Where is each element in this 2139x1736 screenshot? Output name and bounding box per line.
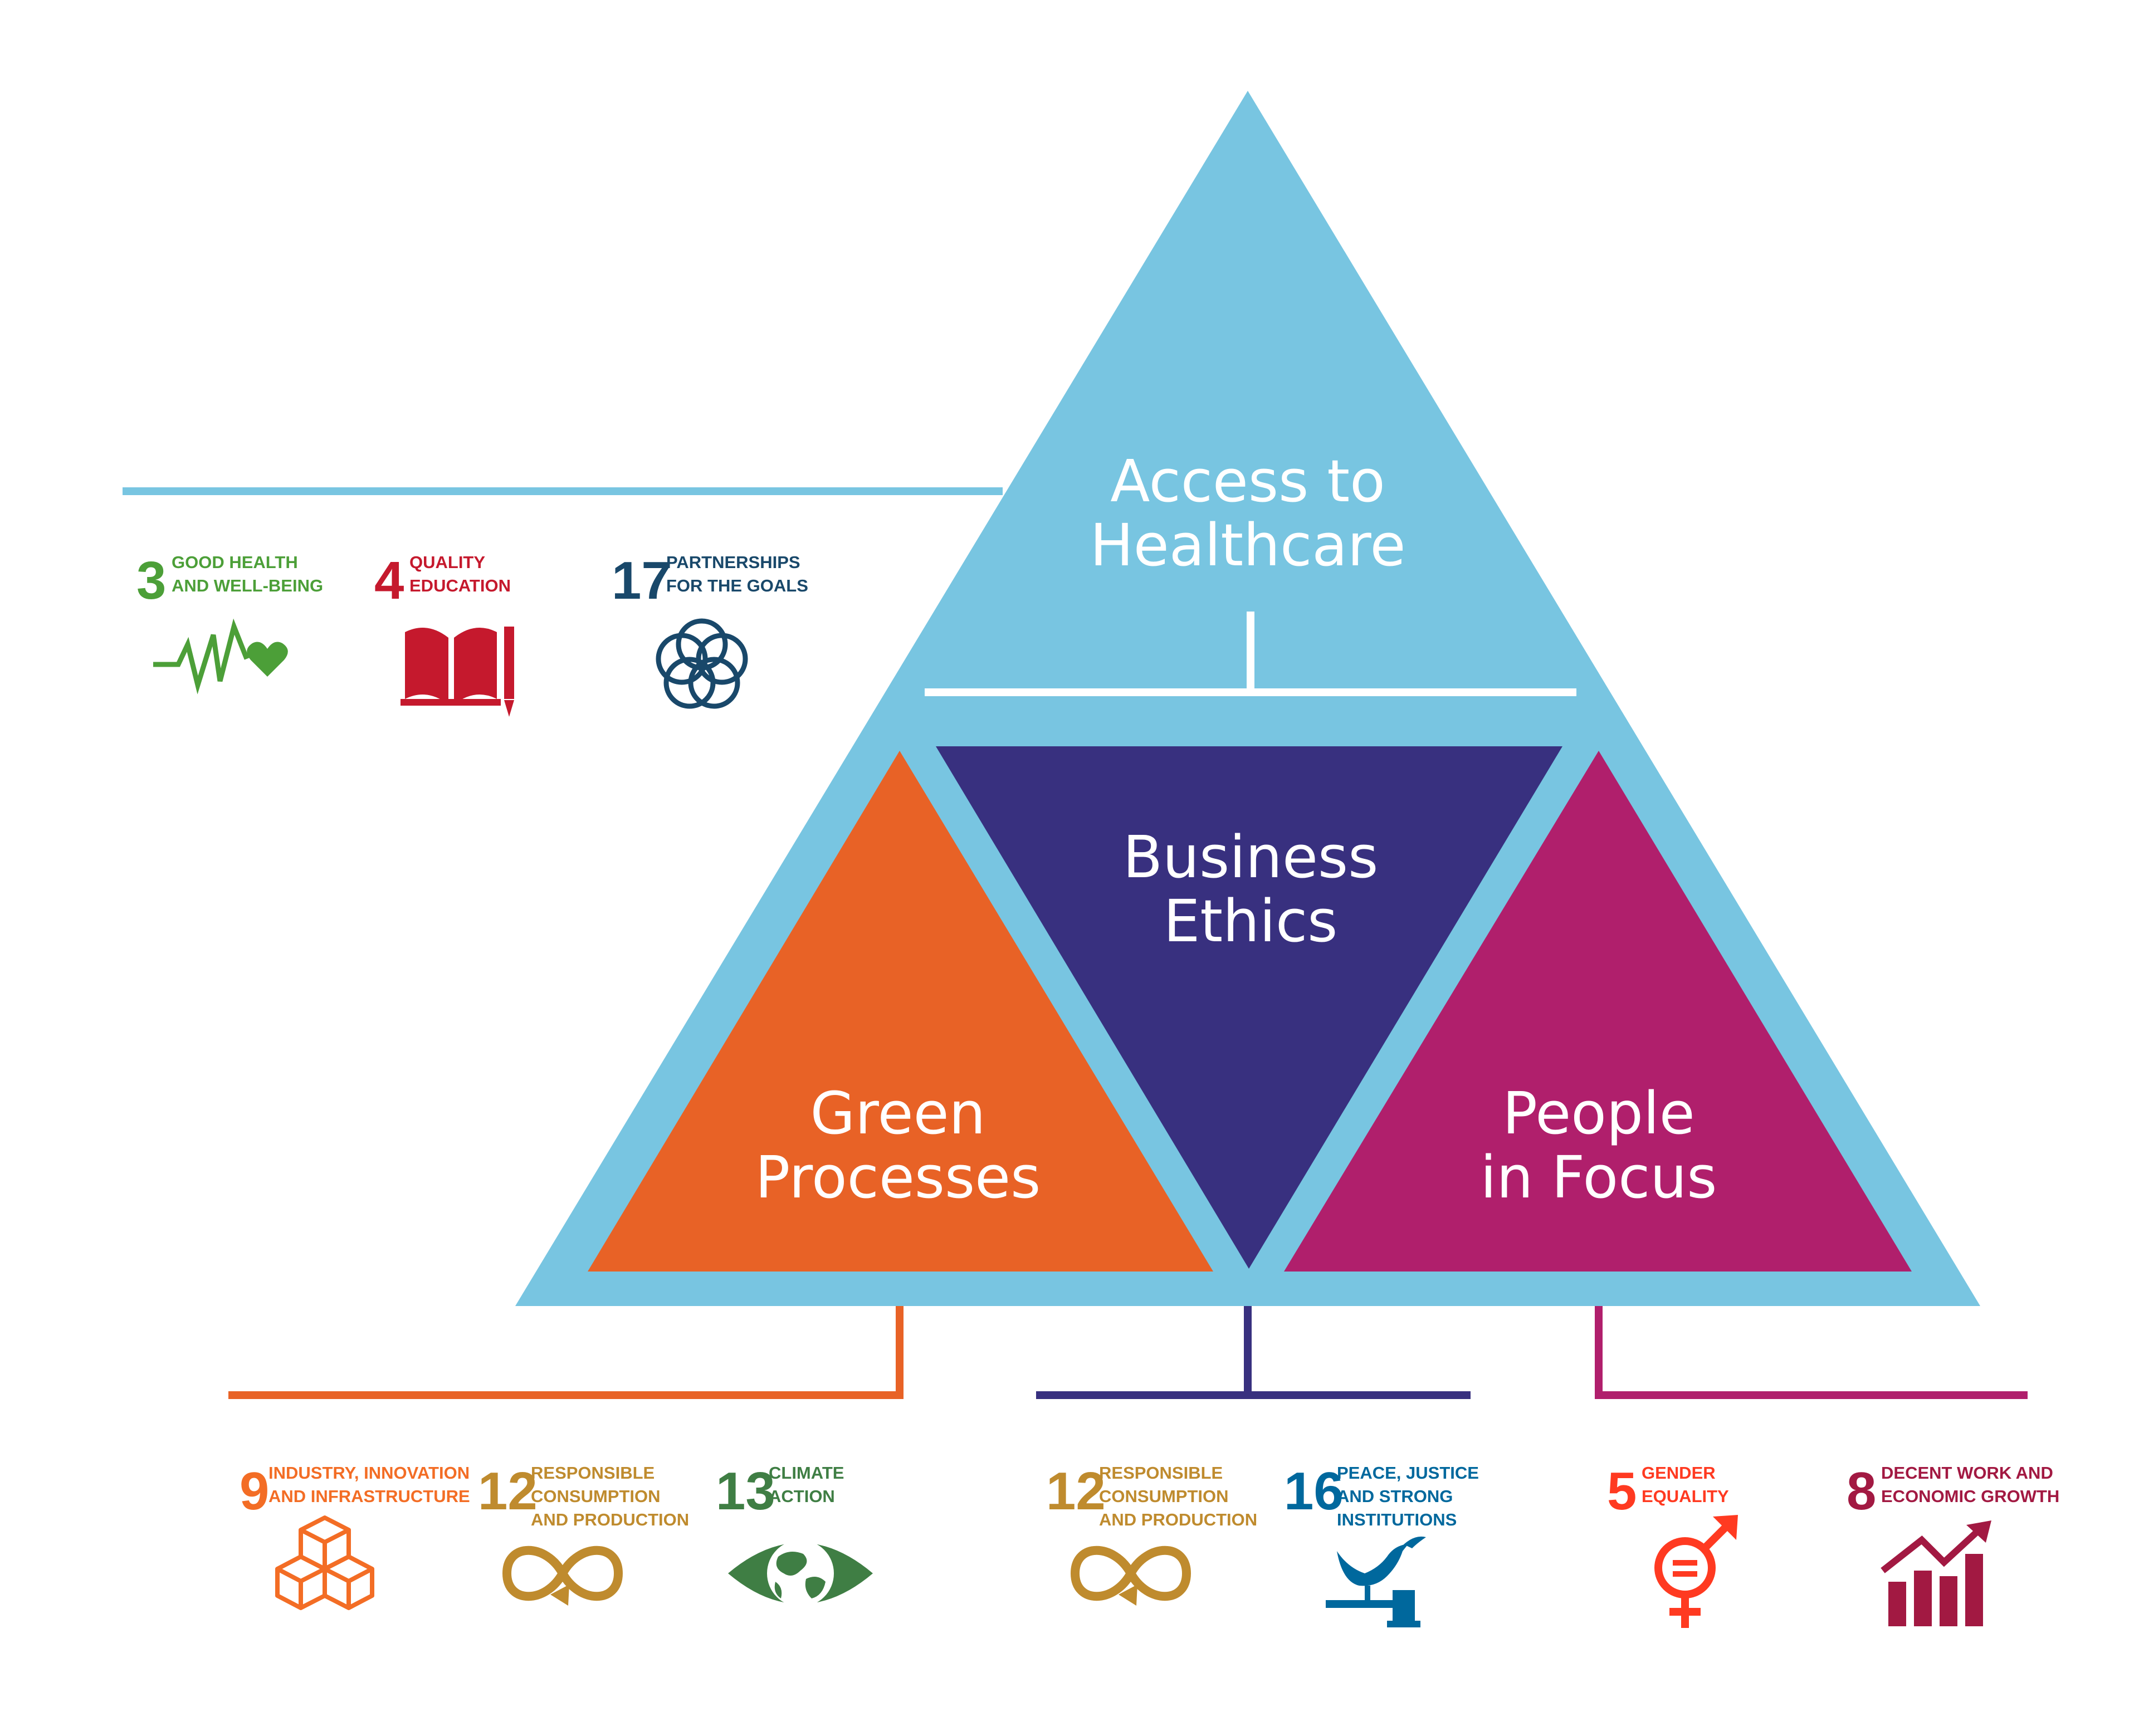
sdg-number: 13	[716, 1461, 775, 1521]
sdg-label-line2: ACTION	[769, 1486, 835, 1506]
rings-icon	[656, 618, 748, 709]
sdg-label-line1: CLIMATE	[769, 1463, 844, 1483]
sdg-badge[interactable]: 12 RESPONSIBLE CONSUMPTION AND PRODUCTIO…	[1046, 1461, 1257, 1606]
dove-gavel-icon	[1326, 1536, 1426, 1627]
cubes-icon	[275, 1515, 374, 1610]
sdg-label-line1: PEACE, JUSTICE	[1337, 1463, 1479, 1483]
sdg-badge[interactable]: 3 GOOD HEALTH AND WELL-BEING	[136, 551, 323, 695]
sdg-label-line3: AND PRODUCTION	[1099, 1510, 1257, 1529]
people-label-line1: People	[1502, 1079, 1695, 1147]
green-connector-line	[228, 1303, 904, 1399]
sdg-label-line2: CONSUMPTION	[1099, 1486, 1229, 1506]
sdg-label-line1: INDUSTRY, INNOVATION	[268, 1463, 470, 1483]
sdg-badge[interactable]: 13 CLIMATE ACTION	[716, 1461, 873, 1607]
sdg-badge[interactable]: 4 QUALITY EDUCATION	[374, 551, 514, 717]
sdg-label-line3: INSTITUTIONS	[1337, 1510, 1457, 1529]
sdg-label-line1: PARTNERSHIPS	[666, 552, 800, 572]
sdg-label-line2: FOR THE GOALS	[666, 576, 808, 595]
connector-lines	[123, 487, 2028, 1399]
sdg-number: 12	[1046, 1461, 1106, 1521]
sdg-label-line2: AND STRONG	[1337, 1486, 1453, 1506]
sdg-badge[interactable]: 5 GENDER EQUALITY	[1607, 1461, 1738, 1628]
green-label-line1: Green	[810, 1079, 986, 1147]
people-triangle[interactable]	[1284, 751, 1912, 1272]
sdg-number: 4	[374, 551, 404, 610]
sdg-label-line1: GENDER	[1642, 1463, 1716, 1483]
sdg-badge[interactable]: 8 DECENT WORK AND ECONOMIC GROWTH	[1847, 1461, 2059, 1626]
sdg-people-group: 5 GENDER EQUALITY 8 DECENT WORK AND ECON…	[1607, 1461, 2059, 1628]
infinity-icon	[1070, 1546, 1191, 1606]
sdg-badge[interactable]: 12 RESPONSIBLE CONSUMPTION AND PRODUCTIO…	[478, 1461, 689, 1606]
ethics-label-line2: Ethics	[1164, 887, 1338, 955]
sdg-label-line2: AND WELL-BEING	[172, 576, 323, 595]
sdg-number: 16	[1284, 1461, 1344, 1521]
sdg-access-group: 3 GOOD HEALTH AND WELL-BEING 4 QUALITY E…	[136, 551, 808, 717]
ethics-triangle[interactable]	[936, 746, 1562, 1269]
people-connector-line	[1595, 1303, 2028, 1399]
sdg-label-line2: EDUCATION	[409, 576, 511, 595]
sdg-label-line2: ECONOMIC GROWTH	[1881, 1486, 2059, 1506]
sdg-badge[interactable]: 17 PARTNERSHIPS FOR THE GOALS	[612, 551, 808, 709]
access-label-line1: Access to	[1110, 447, 1385, 515]
sdg-label-line1: GOOD HEALTH	[172, 552, 298, 572]
access-label-line2: Healthcare	[1090, 511, 1406, 579]
sdg-number: 8	[1847, 1461, 1876, 1521]
sdg-number: 17	[612, 551, 671, 610]
earth-eye-icon	[728, 1540, 873, 1607]
sdg-label-line2: EQUALITY	[1642, 1486, 1729, 1506]
sdg-number: 12	[478, 1461, 538, 1521]
green-triangle[interactable]	[588, 751, 1213, 1272]
pyramid: Access to Healthcare Business Ethics Gre…	[515, 91, 1980, 1306]
sdg-label-line2: AND INFRASTRUCTURE	[268, 1486, 470, 1506]
infinity-icon	[502, 1546, 623, 1606]
gender-equality-icon	[1654, 1515, 1738, 1628]
sdg-badge[interactable]: 16 PEACE, JUSTICE AND STRONG INSTITUTION…	[1284, 1461, 1479, 1627]
sdg-number: 9	[240, 1461, 269, 1521]
book-pencil-icon	[401, 627, 514, 717]
sdg-label-line1: QUALITY	[409, 552, 485, 572]
sdg-label-line2: CONSUMPTION	[531, 1486, 661, 1506]
sdg-badge[interactable]: 9 INDUSTRY, INNOVATION AND INFRASTRUCTUR…	[240, 1461, 470, 1610]
green-label-line2: Processes	[755, 1143, 1041, 1211]
growth-chart-icon	[1881, 1520, 1991, 1626]
sdg-number: 3	[136, 551, 166, 610]
sdg-label-line1: DECENT WORK AND	[1881, 1463, 2053, 1483]
sdg-label-line1: RESPONSIBLE	[1099, 1463, 1223, 1483]
sdg-ethics-group: 12 RESPONSIBLE CONSUMPTION AND PRODUCTIO…	[1046, 1461, 1479, 1627]
sdg-number: 5	[1607, 1461, 1637, 1521]
sdg-green-group: 9 INDUSTRY, INNOVATION AND INFRASTRUCTUR…	[240, 1461, 873, 1610]
heartbeat-icon	[153, 618, 288, 695]
sdg-label-line1: RESPONSIBLE	[531, 1463, 655, 1483]
ethics-label-line1: Business	[1123, 823, 1379, 891]
people-label-line2: in Focus	[1481, 1143, 1717, 1211]
sdg-label-line3: AND PRODUCTION	[531, 1510, 689, 1529]
